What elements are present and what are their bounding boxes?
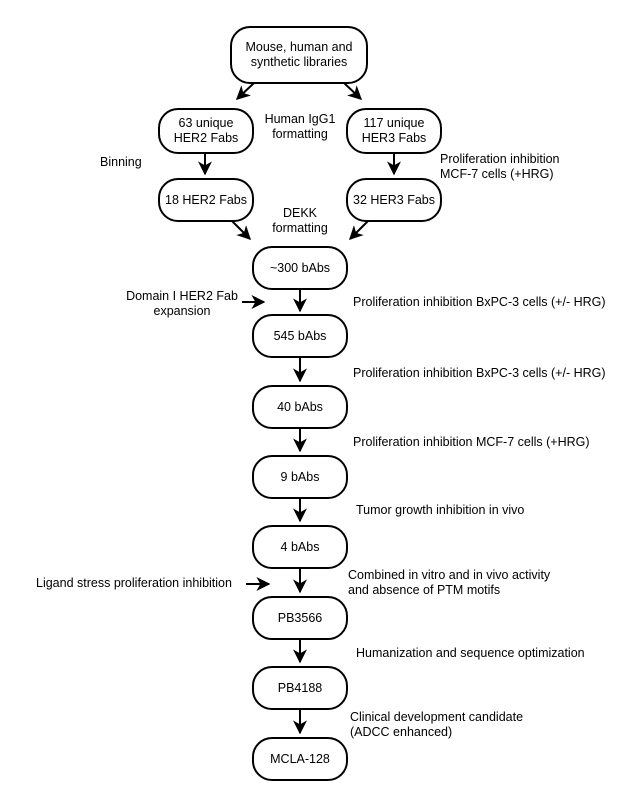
label-tumor-growth-inhibition: Tumor growth inhibition in vivo <box>356 503 525 517</box>
node-pb4188: PB4188 <box>252 666 348 710</box>
node-mcla-128: MCLA-128 <box>252 737 348 781</box>
node-40-babs: 40 bAbs <box>252 385 348 429</box>
arrow <box>235 82 255 100</box>
arrow <box>343 82 363 100</box>
label-proliferation-mcf7: Proliferation inhibition MCF-7 cells (+H… <box>353 435 590 449</box>
node-source-libraries: Mouse, human and synthetic libraries <box>230 26 368 84</box>
node-300-babs: ~300 bAbs <box>252 246 348 290</box>
node-117-her3-fabs: 117 unique HER3 Fabs <box>346 108 442 154</box>
node-18-her2-fabs: 18 HER2 Fabs <box>158 178 254 222</box>
node-545-babs: 545 bAbs <box>252 314 348 358</box>
label-ligand-stress-inhibition: Ligand stress proliferation inhibition <box>36 576 232 590</box>
label-domain1-her2-fab-expansion: Domain I HER2 Fab expansion <box>126 289 238 318</box>
label-proliferation-mcf7-her3: Proliferation inhibition MCF-7 cells (+H… <box>440 152 560 181</box>
label-dekk-formatting: DEKK formatting <box>272 206 328 235</box>
node-32-her3-fabs: 32 HER3 Fabs <box>346 178 442 222</box>
label-proliferation-bxpc3-second: Proliferation inhibition BxPC-3 cells (+… <box>353 366 606 380</box>
label-clinical-candidate-adcc: Clinical development candidate (ADCC enh… <box>350 710 524 739</box>
node-9-babs: 9 bAbs <box>252 455 348 499</box>
label-binning: Binning <box>100 155 142 169</box>
node-63-her2-fabs: 63 unique HER2 Fabs <box>158 108 254 154</box>
label-humanization-optimization: Humanization and sequence optimization <box>356 646 585 660</box>
label-human-igg1-formatting: Human IgG1 formatting <box>264 112 336 141</box>
node-4-babs: 4 bAbs <box>252 525 348 569</box>
label-proliferation-bxpc3-first: Proliferation inhibition BxPC-3 cells (+… <box>353 295 606 309</box>
label-combined-activity-ptm: Combined in vitro and in vivo activity a… <box>348 568 551 597</box>
node-pb3566: PB3566 <box>252 596 348 640</box>
